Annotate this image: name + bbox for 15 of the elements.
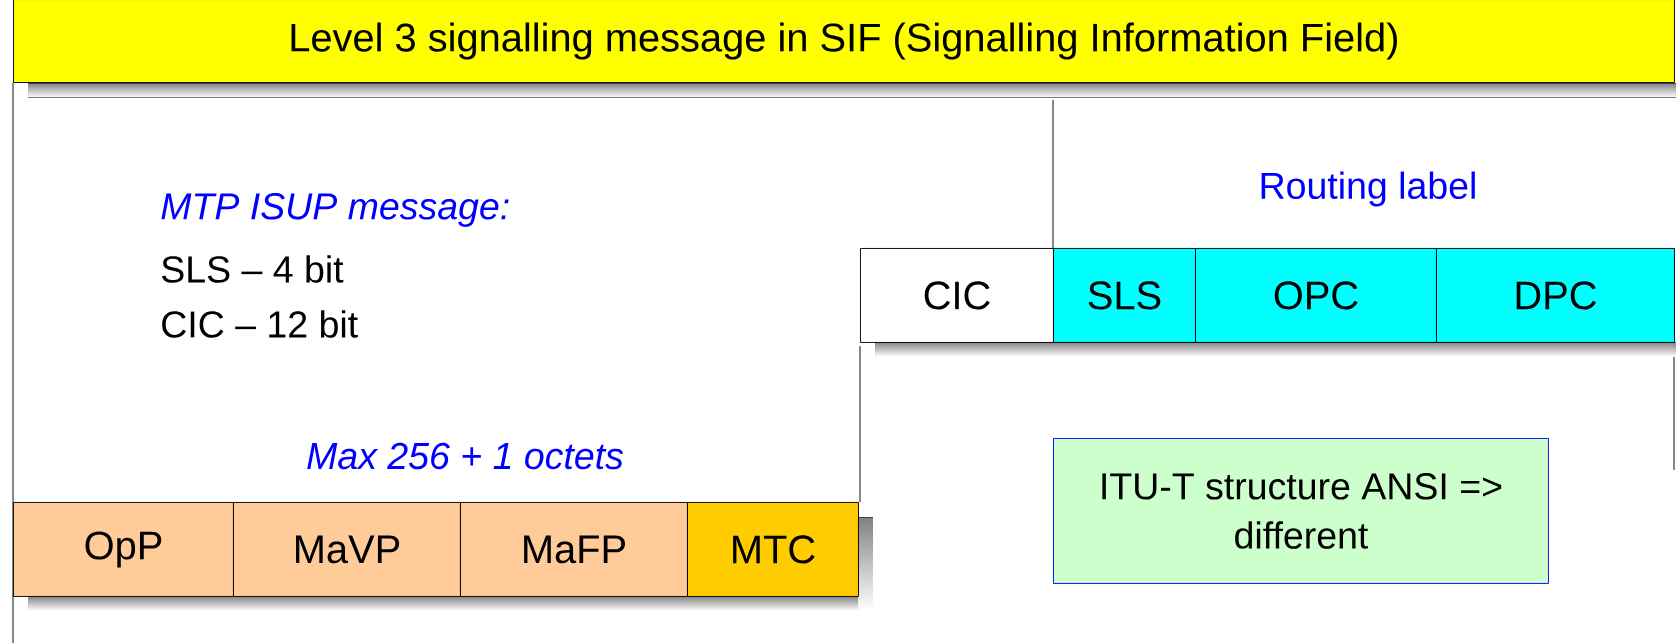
size-label: Max 256 + 1 octets: [307, 442, 624, 470]
field-cell: OpP: [13, 502, 234, 597]
field-cell: OPC: [1195, 248, 1437, 343]
field-cell: CIC: [860, 248, 1054, 343]
heading-label: Routing label: [1261, 171, 1475, 207]
heading-label: MTP ISUP message:: [161, 193, 509, 227]
field-cell: DPC: [1436, 248, 1675, 343]
note-box: ITU-T structure ANSI => different: [1053, 438, 1549, 584]
field-cell: MaVP: [233, 502, 461, 597]
field-cell: MTC: [687, 502, 859, 597]
field-cell: SLS: [1053, 248, 1196, 343]
note-text: SLS – 4 bit: [161, 255, 344, 283]
title-bar: Level 3 signalling message in SIF (Signalling Information Field): [13, 0, 1675, 83]
field-cell: MaFP: [460, 502, 688, 597]
note-text: CIC – 12 bit: [162, 310, 358, 338]
